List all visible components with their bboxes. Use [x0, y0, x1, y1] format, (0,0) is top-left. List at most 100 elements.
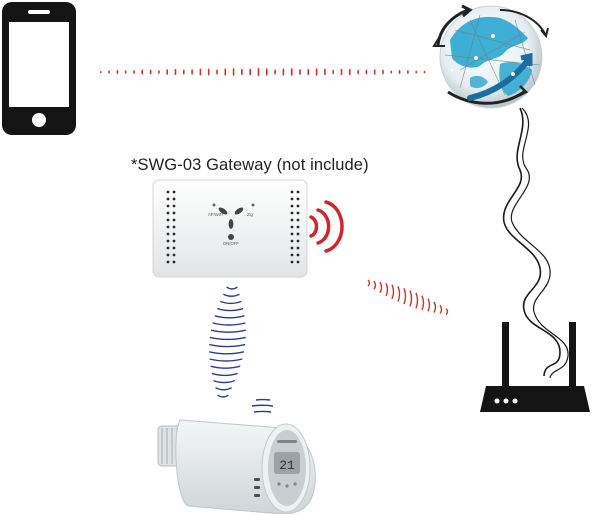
signal-dot	[407, 70, 409, 74]
signal-dot	[124, 70, 127, 74]
signal-arc	[445, 308, 449, 316]
vent-hole	[166, 239, 170, 243]
gateway-label-right: Zig	[247, 212, 253, 217]
signal-dot	[290, 68, 293, 76]
signal-dot	[332, 69, 334, 75]
signal-dot	[299, 69, 301, 75]
signal-arc	[217, 307, 244, 312]
wifi-signal-icon	[309, 200, 344, 253]
vent-hole	[296, 190, 300, 194]
zigbee-signal-thermostat	[251, 398, 274, 413]
wifi-signal-gateway-to-router	[367, 279, 449, 316]
vent-hole	[290, 260, 294, 264]
vent-hole	[172, 232, 176, 236]
signal-dot	[141, 69, 144, 75]
signal-arc	[211, 372, 238, 377]
vent-hole	[296, 246, 300, 250]
signal-dot	[357, 69, 359, 75]
signal-dot	[324, 68, 326, 76]
vent-hole	[166, 190, 170, 194]
thermostat-display: 21	[279, 458, 295, 473]
signal-dot	[315, 68, 318, 76]
signal-dot	[191, 69, 193, 75]
signal-dot	[365, 69, 368, 75]
vent-hole	[296, 197, 300, 201]
signal-dot	[216, 69, 218, 75]
smartphone-icon	[2, 2, 76, 135]
vent-hole	[290, 190, 294, 194]
vent-hole	[296, 232, 300, 236]
signal-dot	[174, 68, 177, 76]
router-icon	[480, 322, 590, 412]
vent-hole	[172, 218, 176, 222]
signal-dot	[100, 70, 102, 74]
vent-hole	[166, 246, 170, 250]
vent-hole	[166, 225, 170, 229]
signal-arc	[427, 298, 431, 312]
vent-hole	[166, 253, 170, 257]
gateway-device-icon: AP/WiFi Zig ON/OFF	[152, 179, 308, 278]
signal-arc	[219, 300, 242, 305]
vent-hole	[290, 239, 294, 243]
vent-hole	[296, 260, 300, 264]
signal-dot	[398, 70, 401, 74]
vent-hole	[290, 253, 294, 257]
signal-dot	[274, 69, 276, 75]
vent-hole	[172, 253, 176, 257]
signal-dot	[266, 68, 268, 76]
signal-arc	[397, 286, 401, 302]
signal-dot	[257, 68, 260, 76]
vent-hole	[296, 225, 300, 229]
signal-arc	[367, 279, 371, 287]
signal-dot	[307, 68, 310, 76]
signal-dot	[158, 70, 160, 74]
signal-dot	[249, 68, 251, 76]
cable-line	[502, 107, 561, 377]
signal-arc	[210, 365, 241, 369]
vent-hole	[290, 197, 294, 201]
signal-arc	[212, 322, 246, 326]
vent-hole	[166, 218, 170, 222]
signal-arc	[213, 379, 236, 384]
vent-hole	[166, 211, 170, 215]
vent-hole	[290, 232, 294, 236]
signal-arc	[209, 336, 246, 341]
signal-dot	[232, 68, 235, 76]
signal-dot	[224, 68, 227, 76]
vent-hole	[296, 204, 300, 208]
signal-arc	[217, 394, 229, 398]
signal-dot	[199, 68, 202, 76]
thermostat-icon: 21	[157, 419, 316, 514]
wifi-signal-phone-to-globe	[100, 68, 426, 76]
vent-hole	[166, 204, 170, 208]
signal-dot	[282, 68, 285, 76]
vent-hole	[172, 204, 176, 208]
signal-arc	[403, 287, 407, 305]
signal-arc	[215, 387, 232, 391]
signal-arc	[373, 280, 377, 290]
signal-arc	[209, 343, 246, 348]
signal-arc	[209, 358, 243, 362]
signal-arc	[223, 293, 240, 297]
vent-hole	[172, 197, 176, 201]
vent-hole	[290, 218, 294, 222]
signal-arc	[433, 301, 437, 313]
signal-dot	[390, 70, 393, 74]
vent-hole	[172, 246, 176, 250]
vent-hole	[290, 204, 294, 208]
signal-dot	[415, 70, 417, 74]
signal-dot	[423, 70, 426, 74]
signal-arc	[421, 295, 425, 311]
gateway-label-bottom: ON/OFF	[223, 241, 239, 246]
vent-hole	[172, 190, 176, 194]
zigbee-signal-gateway-to-thermostat	[209, 286, 246, 398]
signal-dot	[340, 68, 343, 76]
signal-dot	[108, 70, 110, 74]
gateway-label-left: AP/WiFi	[208, 212, 223, 217]
vent-hole	[296, 239, 300, 243]
vent-hole	[172, 260, 176, 264]
signal-arc	[385, 282, 389, 297]
signal-arc	[226, 286, 238, 290]
vent-hole	[296, 253, 300, 257]
globe-icon	[432, 4, 549, 109]
